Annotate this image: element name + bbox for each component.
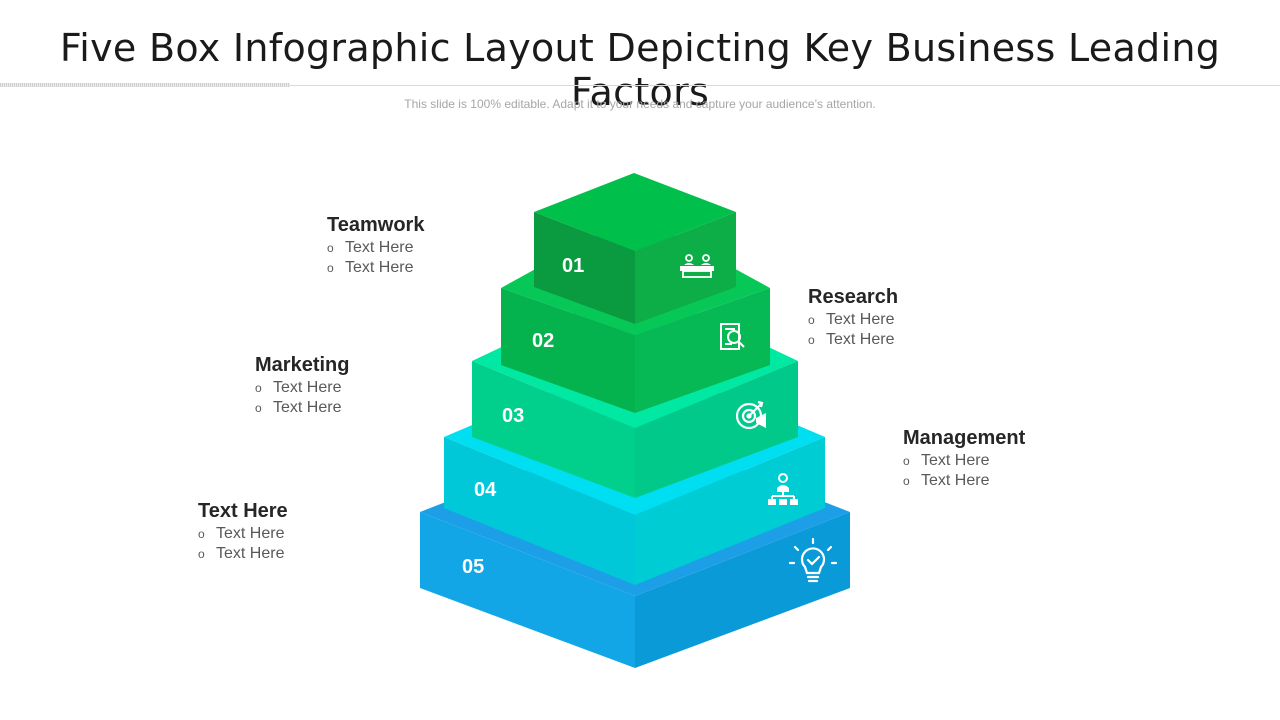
lightbulb-check-icon: [788, 537, 838, 583]
org-chart-icon: [768, 473, 798, 505]
level-02-number: 02: [532, 330, 554, 352]
level-05-number: 05: [462, 556, 484, 578]
level-03-number: 03: [502, 405, 524, 427]
level-04-left-face: [444, 437, 635, 585]
bullet-icon: o: [327, 261, 334, 275]
label-management-heading: Management: [903, 427, 1026, 449]
level-01-left-face: [534, 212, 635, 324]
level-03-left-face: [472, 361, 635, 498]
label-text-here-heading: Text Here: [198, 500, 288, 522]
bullet-icon: o: [198, 547, 205, 561]
level-04-number: 04: [474, 479, 497, 501]
bullet-icon: o: [255, 381, 262, 395]
label-research-heading: Research: [808, 286, 899, 308]
title-divider: [0, 85, 1280, 86]
bullet-icon: o: [198, 527, 205, 541]
bullet-icon: o: [903, 474, 910, 488]
bullet-icon: o: [808, 313, 815, 327]
level-02-right-face: [635, 288, 770, 413]
bullet-icon: o: [808, 333, 815, 347]
pyramid-level-01: 01: [534, 173, 736, 324]
bullet-icon: o: [903, 454, 910, 468]
bullet-icon: o: [255, 401, 262, 415]
label-marketing-heading: Marketing: [255, 354, 350, 376]
level-05-left-face: [420, 512, 635, 668]
level-05-right-face: [635, 512, 850, 668]
target-marketing-icon: [735, 400, 766, 430]
level-03-right-face: [635, 361, 798, 498]
label-teamwork-heading: Teamwork: [327, 214, 425, 236]
level-04-right-face: [635, 437, 825, 585]
level-01-number: 01: [562, 255, 584, 277]
page-title: Five Box Infographic Layout Depicting Ke…: [59, 26, 1221, 114]
page-subtitle: This slide is 100% editable. Adapt it to…: [404, 97, 876, 111]
level-02-left-face: [501, 288, 635, 413]
bullet-icon: o: [327, 241, 334, 255]
research-document-icon: [720, 323, 745, 350]
team-meeting-icon: [680, 254, 714, 278]
title-divider-accent: [0, 83, 290, 87]
